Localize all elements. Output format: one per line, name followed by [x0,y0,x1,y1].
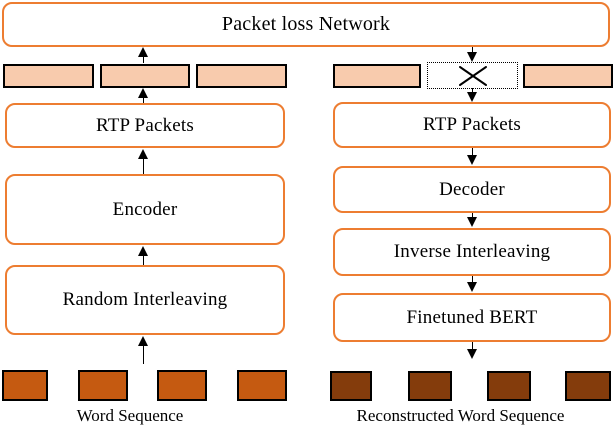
random-interleaving-label: Random Interleaving [62,289,228,310]
up-arrowhead-icon [138,336,148,346]
input-word-4 [237,370,287,401]
reconstructed-word-sequence-label: Reconstructed Word Sequence [356,406,565,425]
finetuned-bert-label: Finetuned BERT [406,306,538,328]
decoder-packet-2 [523,64,613,88]
decoder-packet-1 [333,64,421,88]
arrow-shaft [471,47,474,55]
decoder-rtp-packets-label: RTP Packets [423,114,521,135]
output-word-2 [408,371,452,401]
decoder-label: Decoder [439,178,505,200]
word-sequence-label: Word Sequence [76,406,184,425]
up-arrowhead-icon [138,149,148,159]
down-arrow-inverse-to-bert [467,276,478,292]
arrow-shaft [471,213,474,220]
inverse-interleaving-box: Inverse Interleaving [333,228,611,276]
encoder-label: Encoder [112,198,178,220]
arrow-shaft [142,95,145,103]
output-word-3 [487,371,531,401]
encoder-box: Encoder [5,174,285,245]
up-arrow-encoder-to-rtp [138,149,149,174]
arrow-shaft [471,276,474,285]
encoder-packet-1 [3,64,94,88]
down-arrowhead-icon [467,155,477,165]
up-arrow-rtp-to-packets [138,88,149,103]
down-arrowhead-icon [467,217,477,227]
arrow-shaft [471,342,474,352]
up-arrowhead-icon [138,88,148,98]
arrow-shaft [142,253,145,265]
input-word-2 [78,370,128,401]
encoder-rtp-packets-label: RTP Packets [96,114,194,136]
encoder-packet-3 [196,64,287,88]
down-arrow-bert-to-words [467,342,478,359]
arrow-shaft [142,54,145,63]
packet-loss-network-box: Packet loss Network [2,2,610,47]
input-word-1 [2,370,48,401]
up-arrowhead-icon [138,246,148,256]
decoder-box: Decoder [333,166,611,213]
down-arrowhead-icon [467,92,477,102]
arrow-shaft [471,88,474,95]
output-word-1 [330,371,372,401]
arrow-shaft [471,148,474,158]
down-arrow-decoder-to-inverse [467,213,478,227]
encoder-packet-2 [100,64,190,88]
arrow-shaft [142,156,145,174]
output-word-4 [565,371,611,401]
down-arrowhead-icon [467,349,477,359]
arrow-shaft [142,343,145,364]
packet-loss-network-label: Packet loss Network [221,13,391,35]
decoder-rtp-packets-box: RTP Packets [333,102,611,148]
down-arrow-packets-to-rtp [467,88,478,102]
lost-packet-box [427,62,518,89]
down-arrowhead-icon [467,282,477,292]
inverse-interleaving-label: Inverse Interleaving [393,241,551,262]
x-cross-icon [458,65,487,86]
down-arrow-network-to-packets [467,47,478,62]
up-arrowhead-icon [138,47,148,57]
random-interleaving-box: Random Interleaving [5,265,285,335]
up-arrow-packets-to-network [138,47,149,63]
down-arrowhead-icon [467,52,477,62]
encoder-rtp-packets-box: RTP Packets [5,103,285,148]
down-arrow-rtp-to-decoder [467,148,478,165]
up-arrow-interleaving-to-encoder [138,246,149,265]
finetuned-bert-box: Finetuned BERT [333,293,611,342]
input-word-3 [157,370,207,401]
up-arrow-words-to-interleaving [138,336,149,364]
